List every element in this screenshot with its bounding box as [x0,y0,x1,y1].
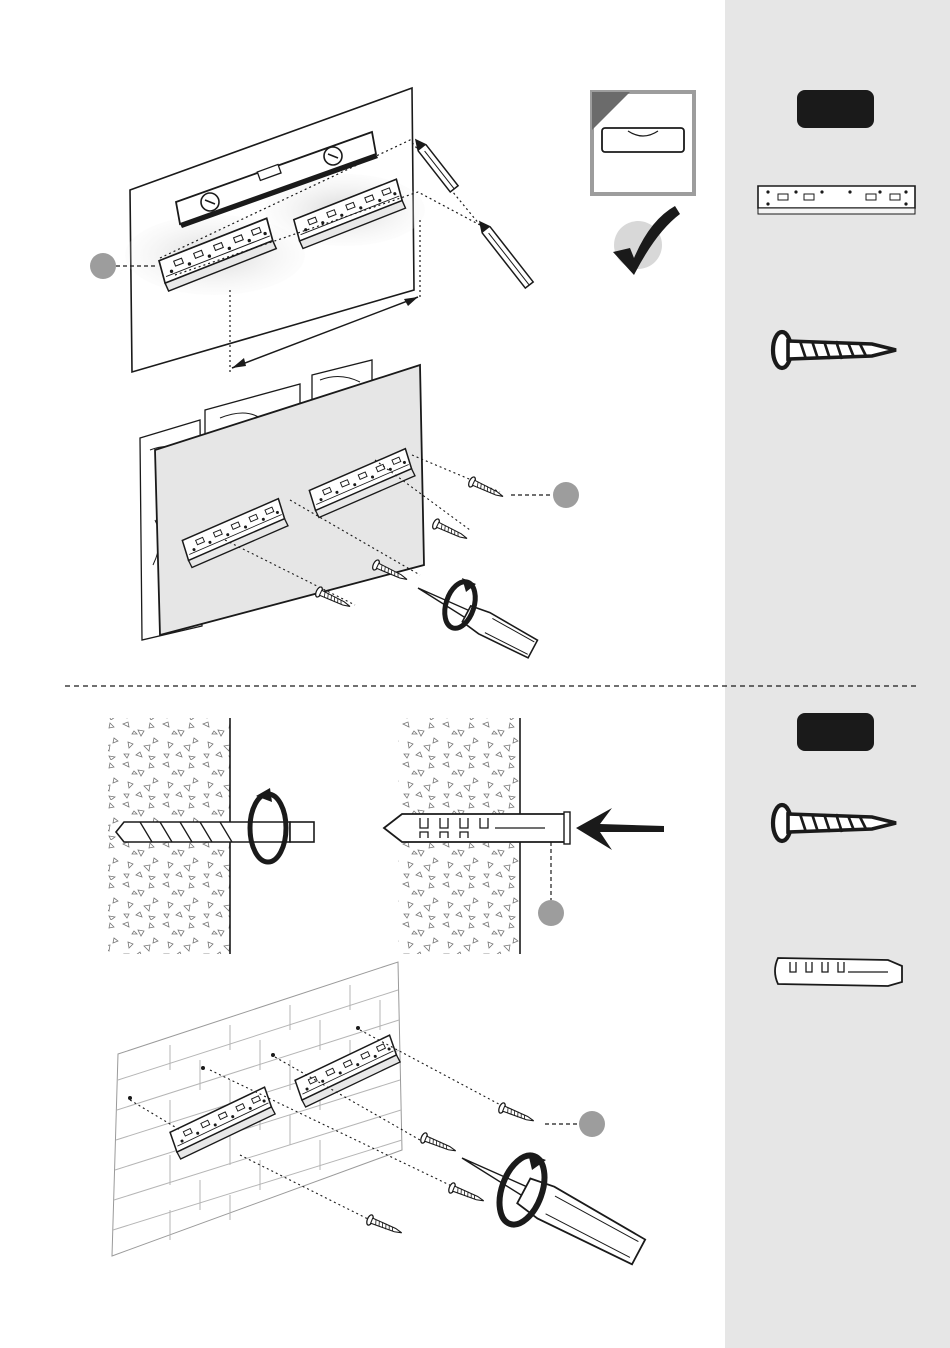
pencil-icon [412,137,458,192]
wood-screw [467,476,505,501]
drywall-mounting-diagram [90,88,579,660]
screwdriver-icon [454,1142,647,1268]
pencil-icon [476,219,533,288]
push-arrow-icon [576,808,664,850]
drilling-diagram [108,718,314,954]
wood-screw [365,1214,403,1238]
wood-screw [419,1132,457,1156]
wall-plug-icon [775,958,902,986]
step-badge [797,90,874,128]
brick-wall-diagram [112,962,647,1268]
plug-insertion-diagram [384,718,664,954]
rail-bracket-icon [758,186,915,214]
callout-marker-icon [511,482,579,508]
wood-screw [431,518,469,543]
wall-plug [384,812,570,844]
step-badge [797,713,874,751]
callout-marker-icon [538,842,564,926]
callout-marker-icon [545,1111,605,1137]
stud-wall [140,360,424,640]
wood-screw [497,1102,535,1126]
level-check [592,92,694,275]
wood-screw [447,1182,485,1206]
